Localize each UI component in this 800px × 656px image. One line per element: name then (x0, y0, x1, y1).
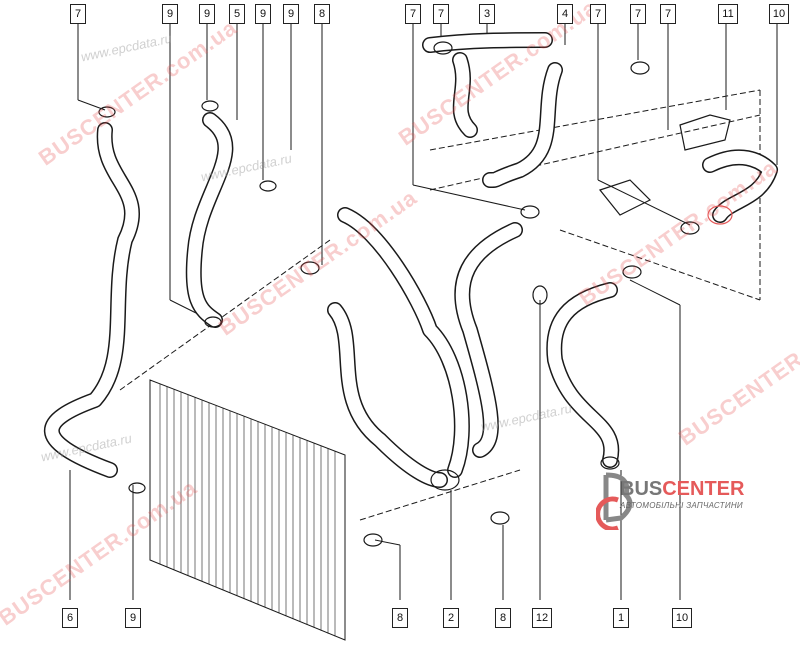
callout-label: 9 (162, 4, 178, 24)
callout-label: 8 (495, 608, 511, 628)
callout-label: 8 (392, 608, 408, 628)
callout-label: 7 (433, 4, 449, 24)
callout-label: 12 (532, 608, 552, 628)
callout-label: 7 (590, 4, 606, 24)
callout-label: 9 (199, 4, 215, 24)
buscenter-logo: BUSCENTER АВТОМОБІЛЬНІ ЗАПЧАСТИНИ (620, 478, 744, 510)
callout-label: 11 (718, 4, 738, 24)
callout-label: 2 (443, 608, 459, 628)
callout-label: 3 (479, 4, 495, 24)
logo-bus: BUS (620, 478, 663, 500)
logo-tagline: АВТОМОБІЛЬНІ ЗАПЧАСТИНИ (620, 501, 743, 510)
callout-label: 7 (630, 4, 646, 24)
callout-label: 5 (229, 4, 245, 24)
hose-clamps (98, 41, 733, 547)
callout-label: 8 (314, 4, 330, 24)
callout-label: 6 (62, 608, 78, 628)
callout-label: 10 (769, 4, 789, 24)
callout-label: 7 (70, 4, 86, 24)
callout-label: 7 (660, 4, 676, 24)
buscenter-logo-icon (596, 472, 633, 530)
callout-label: 4 (557, 4, 573, 24)
logo-center: CENTER (662, 478, 745, 500)
callout-label: 9 (125, 608, 141, 628)
callout-label: 10 (672, 608, 692, 628)
callout-label: 7 (405, 4, 421, 24)
radiator (149, 379, 346, 641)
callout-label: 1 (613, 608, 629, 628)
callout-label: 9 (255, 4, 271, 24)
callout-label: 9 (283, 4, 299, 24)
